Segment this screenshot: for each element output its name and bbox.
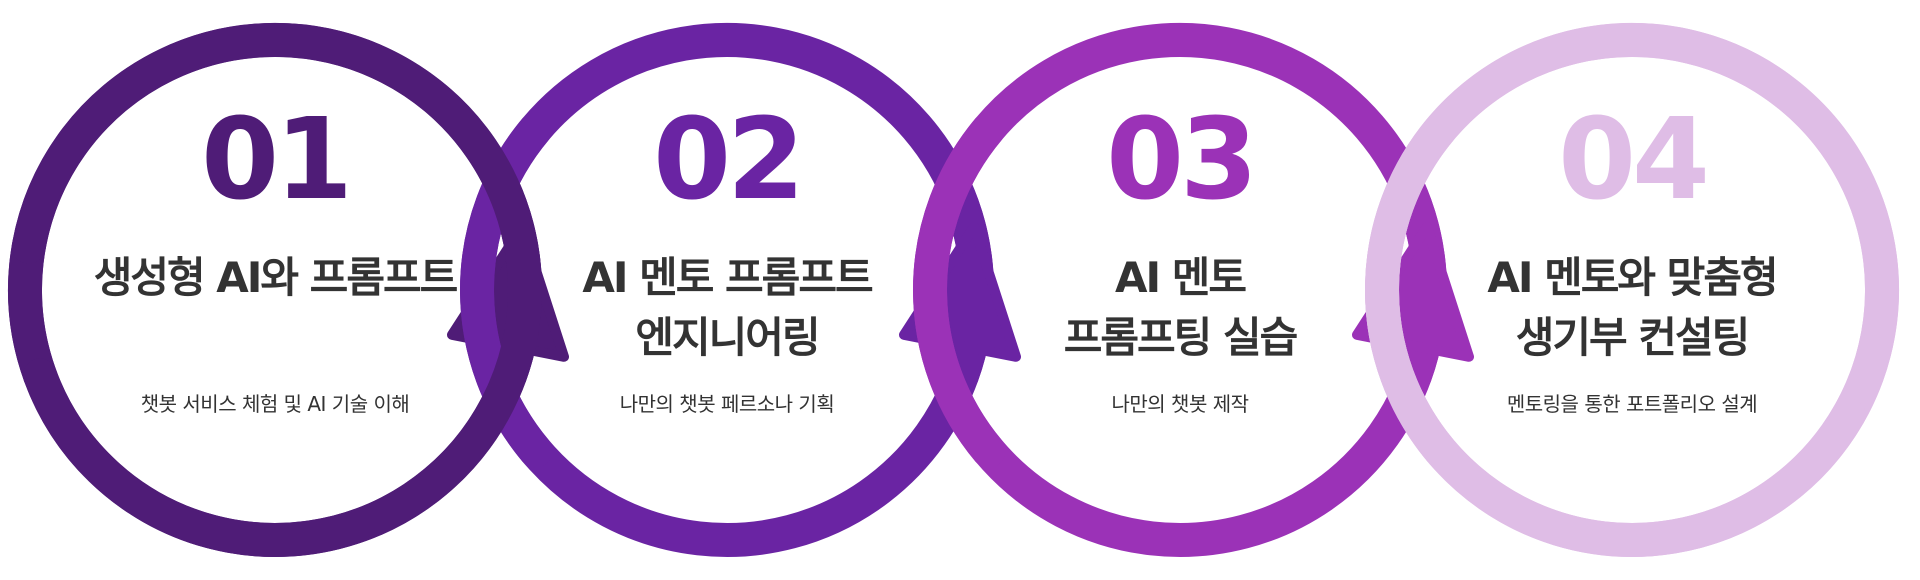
step-title-line: 생기부 컨설팅	[1515, 313, 1750, 362]
step-number: 03	[1106, 95, 1258, 225]
left-arc	[11, 22, 542, 557]
step-title: AI 멘토와 맞춤형 생기부 컨설팅	[1422, 248, 1842, 368]
step-number: 04	[1558, 95, 1710, 225]
step-title-line: AI 멘토 프롬프트	[582, 253, 873, 302]
step-number: 02	[653, 95, 805, 225]
step-2: 02 AI 멘토 프롬프트 엔지니어링 나만의 챗봇 페르소나 기획	[517, 0, 937, 580]
lower-arc	[913, 23, 1447, 468]
step-title: 생성형 AI와 프롬프트	[65, 248, 485, 308]
step-description: 챗봇 서비스 체험 및 AI 기술 이해	[140, 392, 410, 416]
step-title-line: AI 멘토	[1114, 253, 1247, 302]
lower-arc	[460, 23, 994, 468]
step-1: 01 생성형 AI와 프롬프트 챗봇 서비스 체험 및 AI 기술 이해	[65, 0, 485, 580]
step-4: 04 AI 멘토와 맞춤형 생기부 컨설팅 멘토링을 통한 포트폴리오 설계	[1422, 0, 1842, 580]
step-description: 멘토링을 통한 포트폴리오 설계	[1506, 392, 1758, 416]
step-title: AI 멘토 프롬프트 엔지니어링	[517, 248, 937, 368]
step-title-line: 프롬프팅 실습	[1063, 313, 1298, 362]
step-title-line: 엔지니어링	[635, 313, 820, 362]
step-description: 나만의 챗봇 제작	[1111, 392, 1249, 416]
step-description: 나만의 챗봇 페르소나 기획	[619, 392, 835, 416]
step-title-line: 생성형 AI와 프롬프트	[93, 253, 459, 302]
right-arc	[1365, 22, 1872, 557]
step-3: 03 AI 멘토 프롬프팅 실습 나만의 챗봇 제작	[970, 0, 1390, 580]
step-number: 01	[201, 95, 353, 225]
step-title: AI 멘토 프롬프팅 실습	[970, 248, 1390, 368]
step-title-line: AI 멘토와 맞춤형	[1487, 253, 1778, 302]
